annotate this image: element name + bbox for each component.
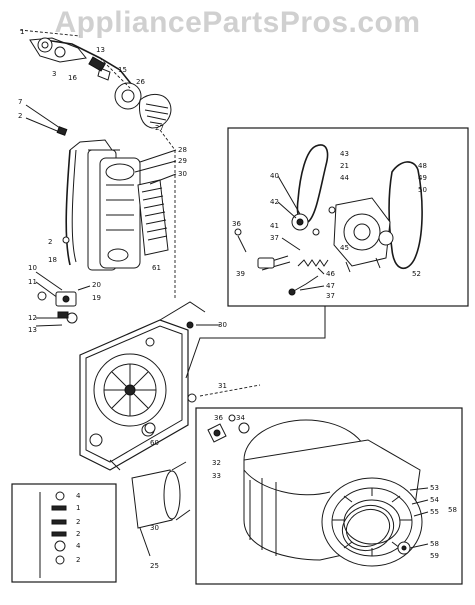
callout-label: 47 <box>326 282 335 290</box>
callout-label: 20 <box>92 281 101 289</box>
callout-label: 4 <box>76 492 81 500</box>
left-callouts: 10 11 20 12 19 13 <box>28 264 101 334</box>
heater-assembly <box>109 459 191 557</box>
motor-inset <box>185 127 469 379</box>
callout-label: 7 <box>18 98 22 106</box>
drum-inset <box>195 407 463 585</box>
callout-label: 34 <box>236 414 245 422</box>
callout-label: 2 <box>76 518 80 526</box>
thermostat-parts <box>35 271 91 327</box>
drum-support-parts <box>144 321 261 443</box>
callout-label: 40 <box>270 172 279 180</box>
callout-label: 13 <box>28 326 37 334</box>
callout-label: 44 <box>340 174 349 182</box>
callout-label: 61 <box>152 264 161 272</box>
callout-label: 54 <box>430 496 439 504</box>
callout-label: 19 <box>92 294 101 302</box>
callout-label: 25 <box>150 562 159 570</box>
callout-label: 15 <box>118 66 127 74</box>
callout-label: 29 <box>178 157 187 165</box>
bulkhead-panel <box>79 301 206 471</box>
callout-label: 31 <box>218 382 227 390</box>
mid-callouts: 30 31 60 36 34 32 33 <box>150 321 245 480</box>
callout-label: 12 <box>28 314 37 322</box>
callout-label: 30 <box>218 321 227 329</box>
top-callouts: 1 3 16 13 15 26 27 7 2 <box>18 28 164 136</box>
callout-label: 41 <box>270 222 279 230</box>
belt-callouts: 28 29 30 18 2 61 <box>48 146 187 272</box>
callout-label: 30 <box>150 524 159 532</box>
callout-label: 1 <box>20 28 24 36</box>
callout-label: 50 <box>418 186 427 194</box>
callout-label: 46 <box>326 270 335 278</box>
callout-label: 37 <box>326 292 335 300</box>
callout-label: 2 <box>18 112 22 120</box>
callout-label: 32 <box>212 459 221 467</box>
callout-label: 55 <box>430 508 439 516</box>
callout-label: 36 <box>214 414 223 422</box>
belt-baffle-assembly <box>62 129 176 300</box>
callout-label: 1 <box>76 504 80 512</box>
callout-label: 52 <box>412 270 421 278</box>
callout-label: 18 <box>48 256 57 264</box>
inset-callouts: 43 21 48 49 50 40 42 36 41 37 39 44 45 4… <box>232 150 427 300</box>
hardware-inset <box>11 483 117 583</box>
callout-label: 37 <box>270 234 279 242</box>
callout-label: 49 <box>418 174 427 182</box>
watermark: AppliancePartsPros.com <box>54 6 421 39</box>
callout-label: 33 <box>212 472 221 480</box>
callout-label: 36 <box>232 220 241 228</box>
callout-label: 43 <box>340 150 349 158</box>
door-hinge-assembly <box>19 29 172 129</box>
drum-callouts: 53 54 55 58 58 59 <box>409 484 457 560</box>
callout-label: 26 <box>136 78 145 86</box>
callout-label: 10 <box>28 264 37 272</box>
callout-label: 4 <box>76 542 81 550</box>
callout-label: 58 <box>430 540 439 548</box>
callout-label: 48 <box>418 162 427 170</box>
callout-label: 59 <box>430 552 439 560</box>
callout-label: 60 <box>150 439 159 447</box>
callout-label: 2 <box>76 530 80 538</box>
callout-label: 53 <box>430 484 439 492</box>
callout-label: 42 <box>270 198 279 206</box>
callout-label: 58 <box>448 506 457 514</box>
bottom-callouts: 30 25 <box>150 524 159 570</box>
callout-label: 2 <box>48 238 52 246</box>
callout-label: 13 <box>96 46 105 54</box>
callout-label: 28 <box>178 146 187 154</box>
hardware-callouts: 4 1 2 2 4 2 <box>76 492 81 564</box>
callout-label: 39 <box>236 270 245 278</box>
callout-label: 2 <box>76 556 80 564</box>
callout-label: 21 <box>340 162 349 170</box>
callout-label: 11 <box>28 278 37 286</box>
callout-label: 16 <box>68 74 77 82</box>
callout-label: 3 <box>52 70 56 78</box>
callout-label: 45 <box>340 244 349 252</box>
callout-label: 27 <box>155 124 164 132</box>
callout-label: 30 <box>178 170 187 178</box>
